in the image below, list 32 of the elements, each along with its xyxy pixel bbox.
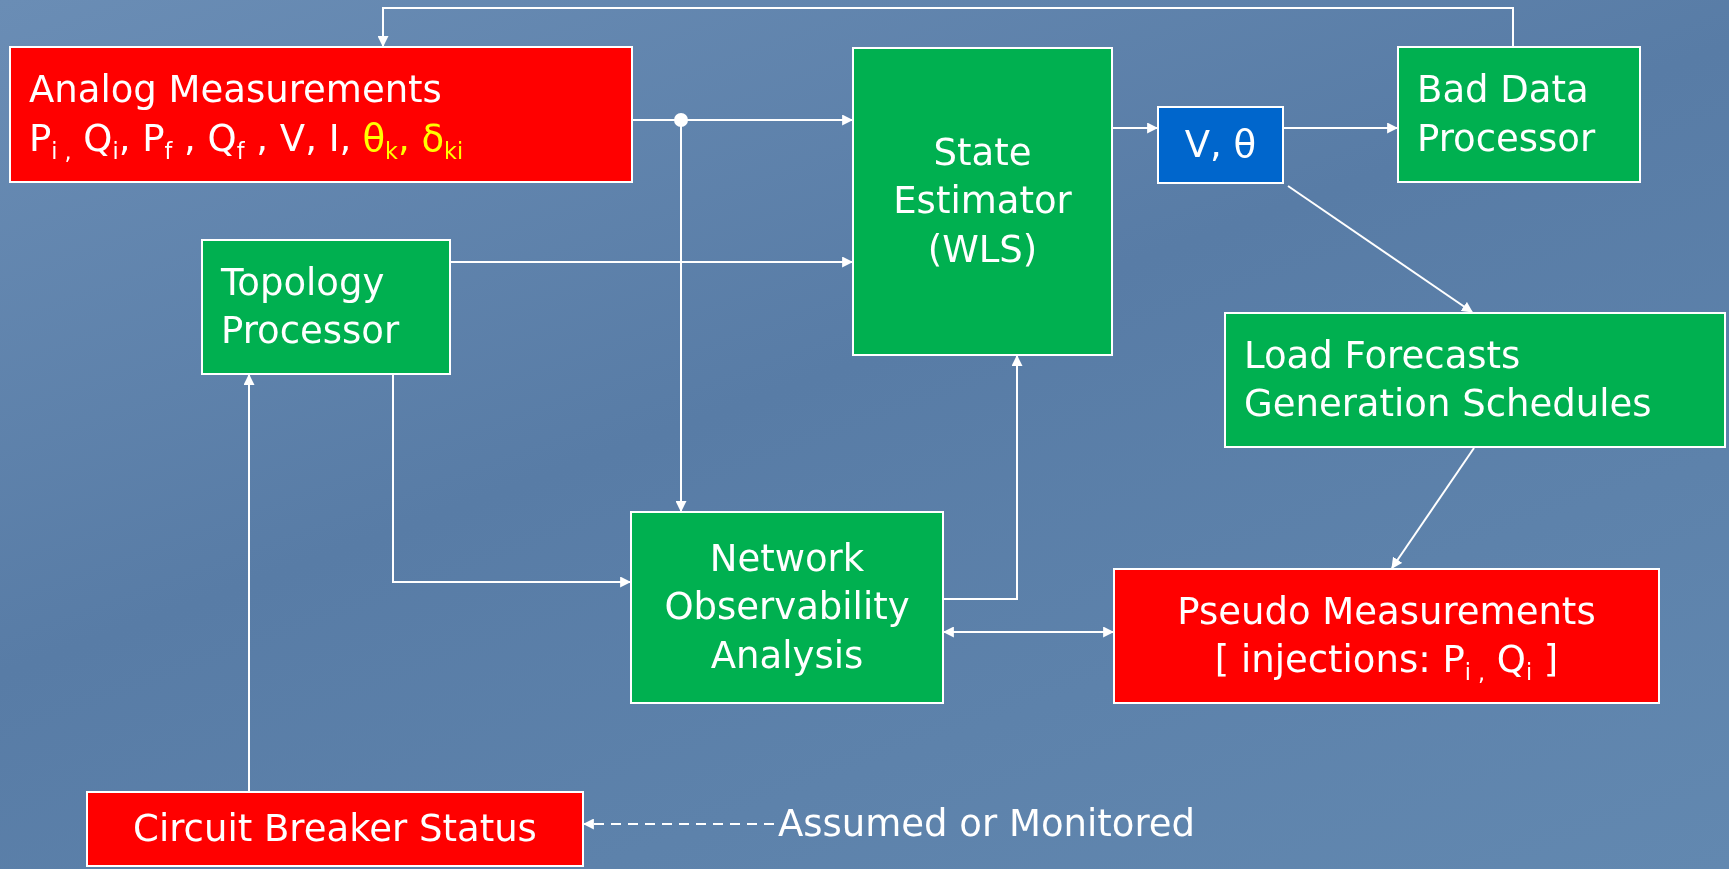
process-box bbox=[1224, 312, 1726, 448]
arrow bbox=[243, 373, 255, 792]
node-label: Assumed or Monitored bbox=[778, 800, 1196, 847]
node-label: Circuit Breaker Status bbox=[133, 805, 537, 852]
node-label: Pseudo Measurements bbox=[1177, 588, 1596, 635]
node-label: Network Observability Analysis bbox=[663, 536, 911, 679]
arrow bbox=[1112, 122, 1159, 134]
node-label: P$_{i ,}$ Q$_{i}$, P$_{f}$ , Q$_{f}$ , V, I, bbox=[29, 115, 352, 163]
arrow bbox=[1287, 185, 1473, 313]
arrow bbox=[1283, 122, 1399, 134]
node-label: Load Forecasts bbox=[1244, 332, 1521, 379]
status-box bbox=[86, 791, 584, 867]
node-label: θ$_{k}$, δ$_{ki}$ bbox=[362, 115, 464, 163]
node-label: State Estimator (WLS) bbox=[892, 130, 1073, 273]
output-box bbox=[1157, 106, 1284, 184]
process-box bbox=[201, 239, 451, 375]
arrow bbox=[943, 354, 1023, 600]
arrow bbox=[450, 256, 854, 268]
node-label: Analog Measurements bbox=[29, 67, 442, 114]
arrow bbox=[392, 374, 632, 588]
process-box bbox=[852, 47, 1113, 356]
arrow bbox=[377, 7, 1514, 48]
node-label: V, θ bbox=[1184, 121, 1257, 168]
arrow bbox=[1391, 447, 1475, 569]
node-label: Topology Processor bbox=[221, 259, 401, 354]
process-box bbox=[630, 511, 944, 704]
node-label: [ injections: P$_{i ,}$ Q$_{i}$ ] bbox=[1214, 637, 1559, 685]
measurement-box bbox=[1113, 568, 1660, 704]
measurement-box bbox=[9, 46, 633, 183]
node-label: Bad Data Processor bbox=[1417, 67, 1597, 162]
node-label: Generation Schedules bbox=[1244, 381, 1652, 427]
process-box bbox=[1397, 46, 1641, 183]
